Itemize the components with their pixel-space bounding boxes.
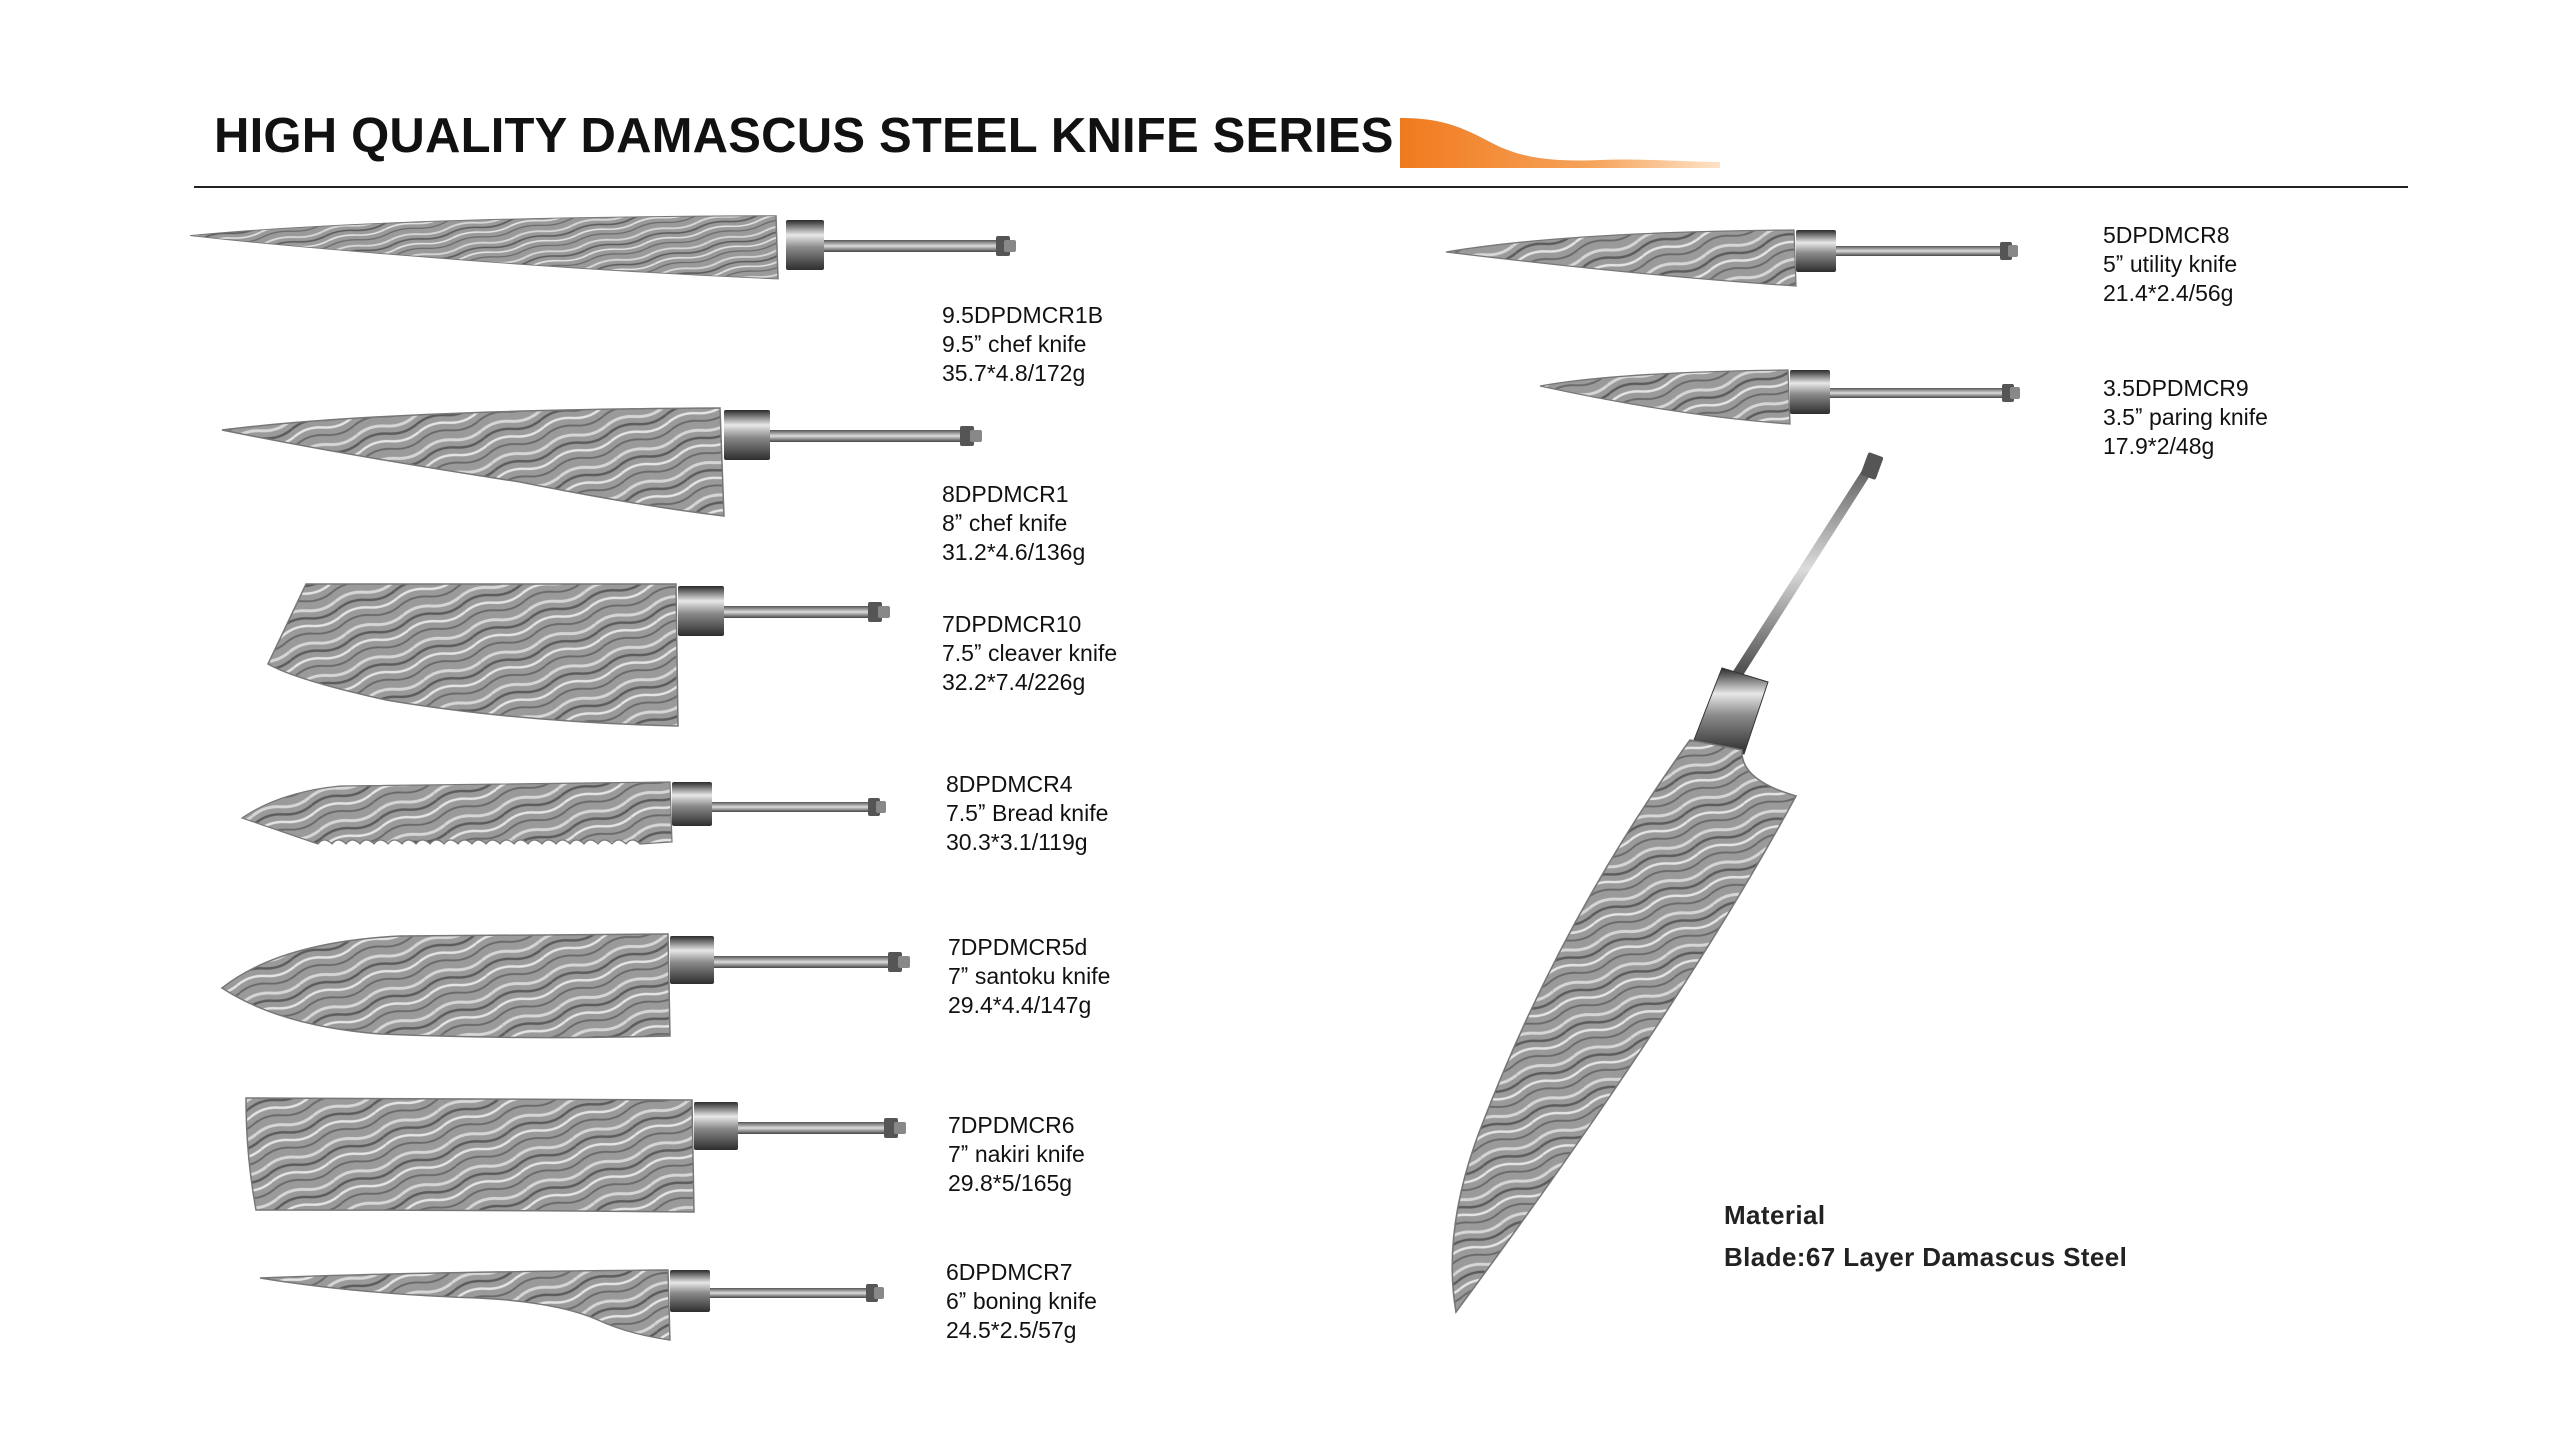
knife-image-bread	[240, 778, 910, 848]
knife-name: 9.5ˮ chef knife	[942, 331, 1087, 357]
decorative-wave	[1400, 118, 1720, 168]
knife-code: 8DPDMCR4	[946, 771, 1073, 797]
material-blade: Blade:67 Layer Damascus Steel	[1724, 1242, 2128, 1272]
knife-code: 6DPDMCR7	[946, 1259, 1073, 1285]
knife-label-4: 8DPDMCR4 7.5ˮ Bread knife 30.3*3.1/119g	[946, 770, 1108, 857]
knife-image-chef-9-5	[186, 212, 1036, 322]
knife-label-2: 8DPDMCR1 8ˮ chef knife 31.2*4.6/136g	[942, 480, 1085, 567]
knife-name: 7.5ˮ cleaver knife	[942, 640, 1118, 666]
knife-name: 7ˮ santoku knife	[948, 963, 1111, 989]
knife-name: 5ˮ utility knife	[2103, 251, 2238, 277]
knife-code: 8DPDMCR1	[942, 481, 1069, 507]
header-divider	[194, 186, 2408, 188]
knife-label-5: 7DPDMCR5d 7ˮ santoku knife 29.4*4.4/147g	[948, 933, 1110, 1020]
knife-image-feature	[1440, 450, 1900, 1320]
knife-code: 7DPDMCR6	[948, 1112, 1075, 1138]
knife-name: 7ˮ nakiri knife	[948, 1141, 1085, 1167]
knife-image-boning	[258, 1268, 918, 1344]
knife-label-6: 7DPDMCR6 7ˮ nakiri knife 29.8*5/165g	[948, 1111, 1085, 1198]
knife-code: 7DPDMCR10	[942, 611, 1082, 637]
knife-code: 9.5DPDMCR1B	[942, 302, 1104, 328]
knife-spec: 29.8*5/165g	[948, 1170, 1073, 1196]
knife-spec: 29.4*4.4/147g	[948, 992, 1092, 1018]
knife-spec: 31.2*4.6/136g	[942, 539, 1086, 565]
knife-label-9: 3.5DPDMCR9 3.5ˮ paring knife 17.9*2/48g	[2103, 374, 2268, 461]
page-title: HIGH QUALITY DAMASCUS STEEL KNIFE SERIES	[214, 109, 1394, 163]
knife-name: 8ˮ chef knife	[942, 510, 1068, 536]
knife-spec: 35.7*4.8/172g	[942, 360, 1086, 386]
knife-name: 3.5ˮ paring knife	[2103, 404, 2268, 430]
knife-spec: 30.3*3.1/119g	[946, 829, 1088, 855]
knife-image-chef-8	[220, 402, 990, 522]
knife-spec: 21.4*2.4/56g	[2103, 280, 2234, 306]
knife-label-8: 5DPDMCR8 5ˮ utility knife 21.4*2.4/56g	[2103, 221, 2237, 308]
knife-image-nakiri	[244, 1096, 924, 1216]
knife-name: 6ˮ boning knife	[946, 1288, 1097, 1314]
knife-name: 7.5ˮ Bread knife	[946, 800, 1109, 826]
knife-image-utility	[1444, 226, 2044, 290]
knife-code: 5DPDMCR8	[2103, 222, 2230, 248]
knife-image-paring	[1538, 366, 2048, 430]
material-heading: Material	[1724, 1200, 1826, 1230]
knife-image-santoku	[220, 932, 930, 1044]
knife-image-cleaver	[266, 582, 906, 732]
knife-label-3: 7DPDMCR10 7.5ˮ cleaver knife 32.2*7.4/22…	[942, 610, 1117, 697]
knife-spec: 24.5*2.5/57g	[946, 1317, 1077, 1343]
knife-label-7: 6DPDMCR7 6ˮ boning knife 24.5*2.5/57g	[946, 1258, 1097, 1345]
knife-label-1: 9.5DPDMCR1B 9.5ˮ chef knife 35.7*4.8/172…	[942, 301, 1103, 388]
material-info: Material Blade:67 Layer Damascus Steel	[1724, 1194, 2127, 1278]
knife-spec: 32.2*7.4/226g	[942, 669, 1086, 695]
knife-code: 7DPDMCR5d	[948, 934, 1088, 960]
knife-spec: 17.9*2/48g	[2103, 433, 2215, 459]
knife-code: 3.5DPDMCR9	[2103, 375, 2249, 401]
